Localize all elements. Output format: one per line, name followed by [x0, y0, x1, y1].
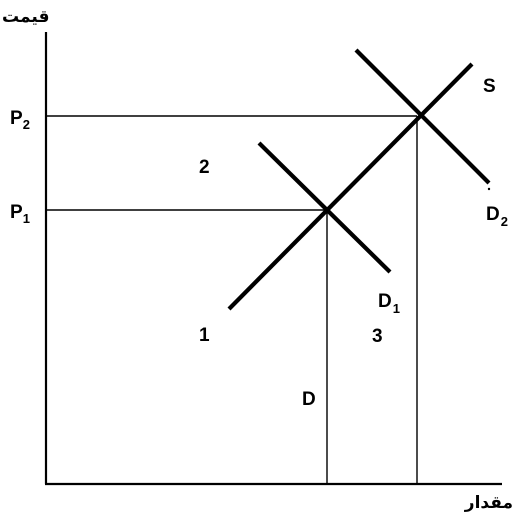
supply-label: S	[483, 76, 496, 97]
point-label-1: 1	[199, 325, 210, 346]
d2-tick-mark	[487, 187, 491, 191]
price-label-p1: P1	[10, 202, 30, 226]
demand-curve-d1	[257, 141, 392, 274]
demand-curve-d2	[354, 48, 491, 185]
y-axis-title: قیمت	[2, 7, 49, 27]
supply-curve	[227, 62, 474, 311]
point-label-2: 2	[199, 157, 210, 178]
price-label-p2: P2	[10, 108, 30, 132]
quantity-label-d: D	[302, 389, 316, 410]
point-label-3: 3	[372, 326, 383, 347]
x-axis-title: مقدار	[464, 493, 513, 513]
demand-label-d1: D1	[378, 291, 400, 316]
demand-label-d2: D2	[486, 204, 508, 229]
